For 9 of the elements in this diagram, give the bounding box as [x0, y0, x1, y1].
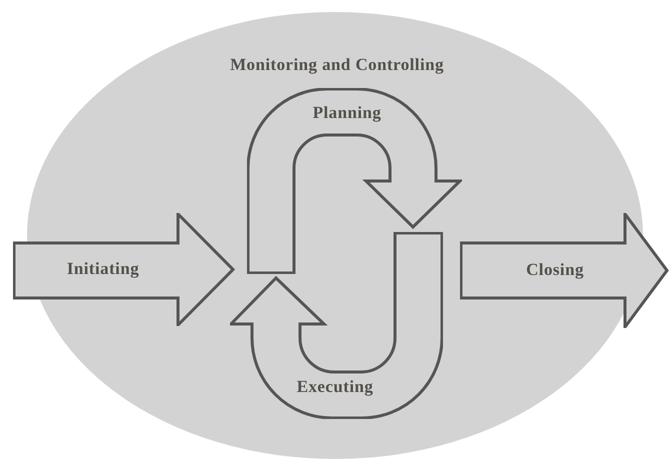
node-label: Executing: [296, 376, 374, 398]
node-label: Closing: [525, 259, 585, 280]
block-arrow: [460, 213, 669, 328]
u-turn-band: [247, 88, 462, 274]
block-arrow: [13, 213, 235, 326]
node-label: Initiating: [66, 258, 140, 280]
node-label: Planning: [312, 102, 382, 124]
node-label: Monitoring and Controlling: [229, 54, 445, 76]
u-turn-band: [230, 232, 443, 419]
